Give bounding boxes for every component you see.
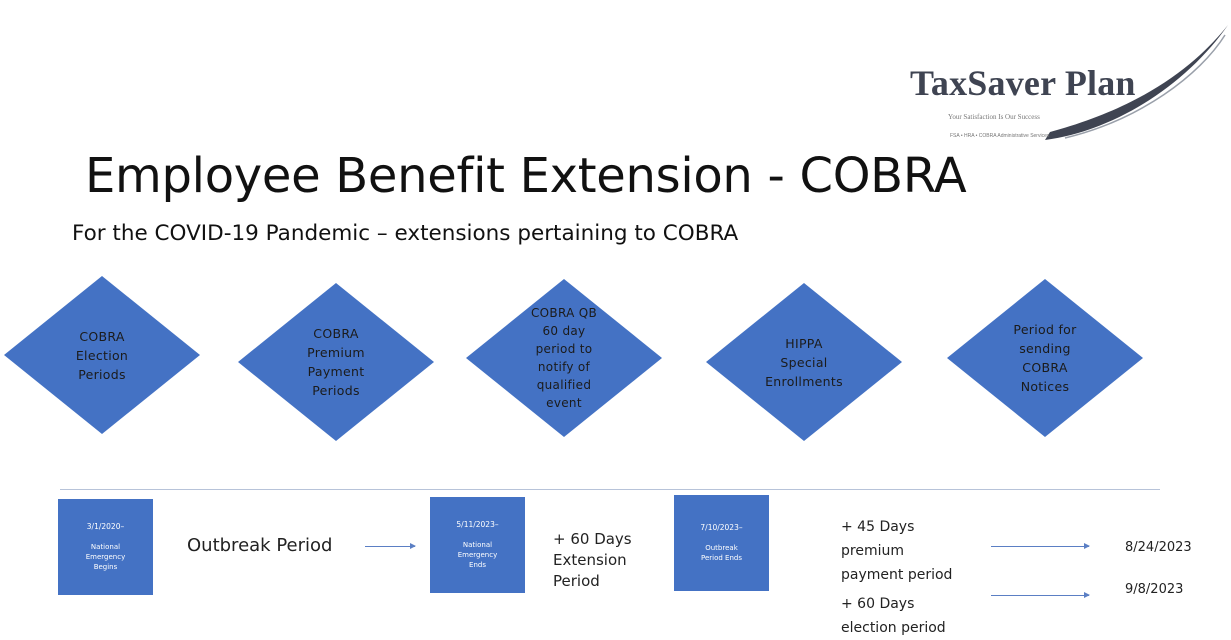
diamond-premium-payment-periods: COBRA Premium Payment Periods [238, 283, 434, 441]
logo-tagline: Your Satisfaction Is Our Success [948, 113, 1040, 121]
arrow-premium [991, 543, 1090, 549]
logo-services: FSA • HRA • COBRA Administrative Service… [950, 133, 1050, 139]
event-date: 5/11/2023– [456, 520, 499, 529]
arrow-outbreak [365, 543, 416, 549]
diamond-cobra-notices: Period for sending COBRA Notices [947, 279, 1143, 437]
diamond-label: COBRA Election Periods [75, 328, 129, 382]
extension-period-label: + 60 Days Extension Period [553, 530, 632, 590]
event-box-emergency-begins: 3/1/2020– National Emergency Begins [58, 499, 153, 595]
election-deadline-date: 9/8/2023 [1125, 582, 1184, 597]
diamond-label: HIPPA Special Enrollments [765, 335, 843, 389]
event-date: 7/10/2023– [700, 523, 743, 532]
diamond-label: COBRA QB 60 day period to notify of qual… [530, 306, 597, 410]
diamond-election-periods: COBRA Election Periods [4, 276, 200, 434]
logo-brand: TaxSaver Plan [910, 63, 1136, 103]
diamond-qb-notify-period: COBRA QB 60 day period to notify of qual… [466, 279, 662, 437]
premium-deadline-date: 8/24/2023 [1125, 540, 1192, 555]
event-label: Outbreak Period Ends [700, 544, 742, 562]
event-box-outbreak-ends: 7/10/2023– Outbreak Period Ends [674, 495, 769, 591]
event-label: National Emergency Begins [85, 543, 126, 571]
page-title: Employee Benefit Extension - COBRA [85, 148, 967, 204]
outbreak-period-label: Outbreak Period [187, 535, 333, 556]
taxsaver-logo: TaxSaver Plan Your Satisfaction Is Our S… [900, 20, 1230, 145]
election-extension-label: + 60 Days election period [841, 596, 946, 636]
diamond-label: Period for sending COBRA Notices [1013, 322, 1077, 394]
timeline-line [60, 489, 1160, 490]
logo-swoosh-icon [1045, 25, 1228, 140]
diamond-label: COBRA Premium Payment Periods [307, 326, 365, 398]
event-date: 3/1/2020– [86, 522, 125, 531]
page-subtitle: For the COVID-19 Pandemic – extensions p… [72, 221, 739, 246]
diamond-hippa-special-enrollments: HIPPA Special Enrollments [706, 283, 902, 441]
event-box-emergency-ends: 5/11/2023– National Emergency Ends [430, 497, 525, 593]
arrow-election [991, 592, 1090, 598]
premium-extension-label: + 45 Days premium payment period [841, 519, 953, 583]
event-label: National Emergency Ends [457, 541, 498, 569]
